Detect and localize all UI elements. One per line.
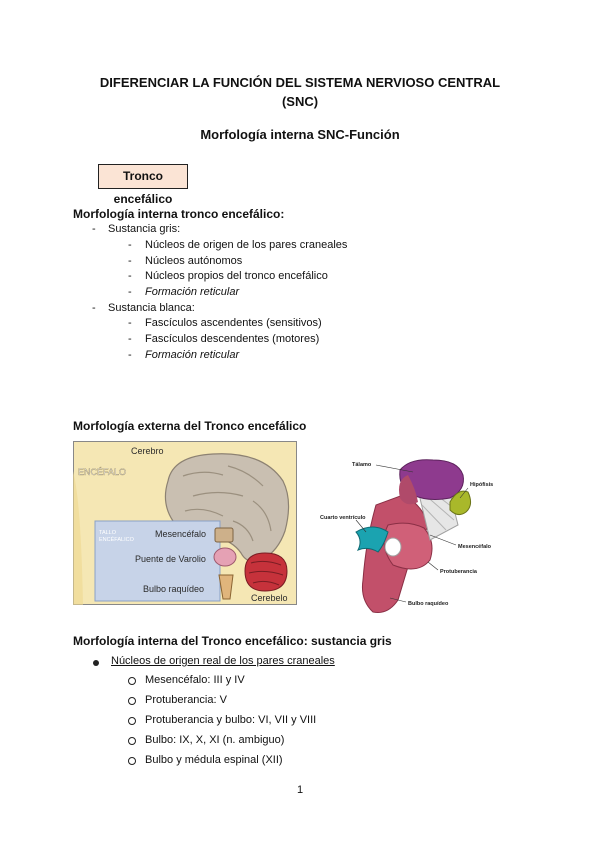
list-item: Protuberancia: V (145, 694, 227, 706)
list-item: Formación reticular (145, 349, 240, 361)
leader-talamo (375, 464, 414, 473)
label-mesencefalo: Mesencéfalo (155, 529, 206, 539)
leader-protuberancia (427, 561, 439, 571)
section-box-tronco: Tronco encefálico (98, 164, 188, 206)
dash-marker: - (92, 223, 96, 235)
circle-marker (128, 737, 136, 745)
document-title-line1: DIFERENCIAR LA FUNCIÓN DEL SISTEMA NERVI… (99, 75, 501, 90)
label-protuberancia: Protuberancia (440, 569, 478, 575)
encefalo-panel (73, 471, 83, 605)
bulbo-shape (218, 574, 234, 600)
mesencefalo-shape (399, 475, 418, 505)
dash-marker: - (128, 239, 132, 251)
label-cuarto-ventriculo: Cuarto ventrículo (320, 515, 366, 521)
list-item: Bulbo: IX, X, XI (n. ambiguo) (145, 734, 285, 746)
puente-shape (213, 547, 237, 567)
label-encefalo: ENCÉFALO (78, 467, 126, 477)
leader-hipofisis (459, 487, 469, 499)
label-cerebro: Cerebro (131, 446, 164, 456)
label-bulbo-raquideo: Bulbo raquídeo (408, 601, 449, 607)
dash-marker: - (128, 333, 132, 345)
list-item: Núcleos autónomos (145, 255, 243, 267)
label-encefalico: ENCÉFALICO (99, 536, 135, 543)
white-ellipse (384, 537, 402, 557)
list-item: Núcleos de origen de los pares craneales (145, 239, 348, 251)
list-item-sustancia-gris: Sustancia gris: (108, 223, 181, 235)
label-talamo: Tálamo (352, 462, 372, 468)
list-item-sustancia-blanca: Sustancia blanca: (108, 302, 195, 314)
dash-marker: - (128, 349, 132, 361)
protuberancia-shape (383, 522, 433, 570)
dash-marker: - (128, 255, 132, 267)
leader-bulbo (389, 597, 407, 603)
list-item: Mesencéfalo: III y IV (145, 674, 245, 686)
label-bulbo: Bulbo raquídeo (143, 584, 204, 594)
leader-cuarto (355, 519, 367, 533)
leader-mesencefalo (429, 534, 457, 546)
circle-marker (128, 677, 136, 685)
list-item: Fascículos ascendentes (sensitivos) (145, 317, 322, 329)
label-puente: Puente de Varolio (135, 554, 206, 564)
heading-morfologia-externa: Morfología externa del Tronco encefálico (73, 419, 307, 433)
bullet-marker (93, 660, 99, 666)
circle-marker (128, 717, 136, 725)
mesencefalo-shape (214, 527, 234, 543)
label-tallo: TALLO (99, 530, 117, 536)
list-item: Fascículos descendentes (motores) (145, 333, 320, 345)
list-item: Protuberancia y bulbo: VI, VII y VIII (145, 714, 317, 726)
cerebelo-folia (248, 560, 284, 586)
cerebro-gyri (182, 465, 272, 542)
list-item-nucleos-origen: Núcleos de origen real de los pares cran… (111, 655, 335, 667)
brainstem-figure-right: Tálamo Hipófisis Cuarto ventrículo Mesen… (320, 459, 493, 613)
dash-marker: - (92, 302, 96, 314)
cuarto-ventriculo-shape (355, 526, 389, 553)
dash-marker: - (128, 270, 132, 282)
list-item: Formación reticular (145, 286, 240, 298)
label-mesencefalo: Mesencéfalo (458, 544, 492, 550)
list-item: Núcleos propios del tronco encefálico (145, 270, 328, 282)
circle-marker (128, 697, 136, 705)
dash-marker: - (128, 286, 132, 298)
label-hipofisis: Hipófisis (470, 482, 493, 488)
page-number: 1 (296, 784, 304, 796)
document-subtitle: Morfología interna SNC-Función (200, 127, 400, 142)
label-cerebelo: Cerebelo (251, 593, 288, 603)
heading-sustancia-gris: Morfología interna del Tronco encefálico… (73, 634, 392, 648)
hipofisis-shape (449, 490, 472, 516)
dash-marker: - (128, 317, 132, 329)
circle-marker (128, 757, 136, 765)
list-item: Bulbo y médula espinal (XII) (145, 754, 283, 766)
brain-figure-left: ENCÉFALO Cerebro TALLO ENCÉFALICO Mesenc… (73, 441, 297, 605)
document-title-line2: (SNC) (281, 94, 319, 109)
heading-morfologia-interna: Morfología interna tronco encefálico: (73, 207, 285, 221)
